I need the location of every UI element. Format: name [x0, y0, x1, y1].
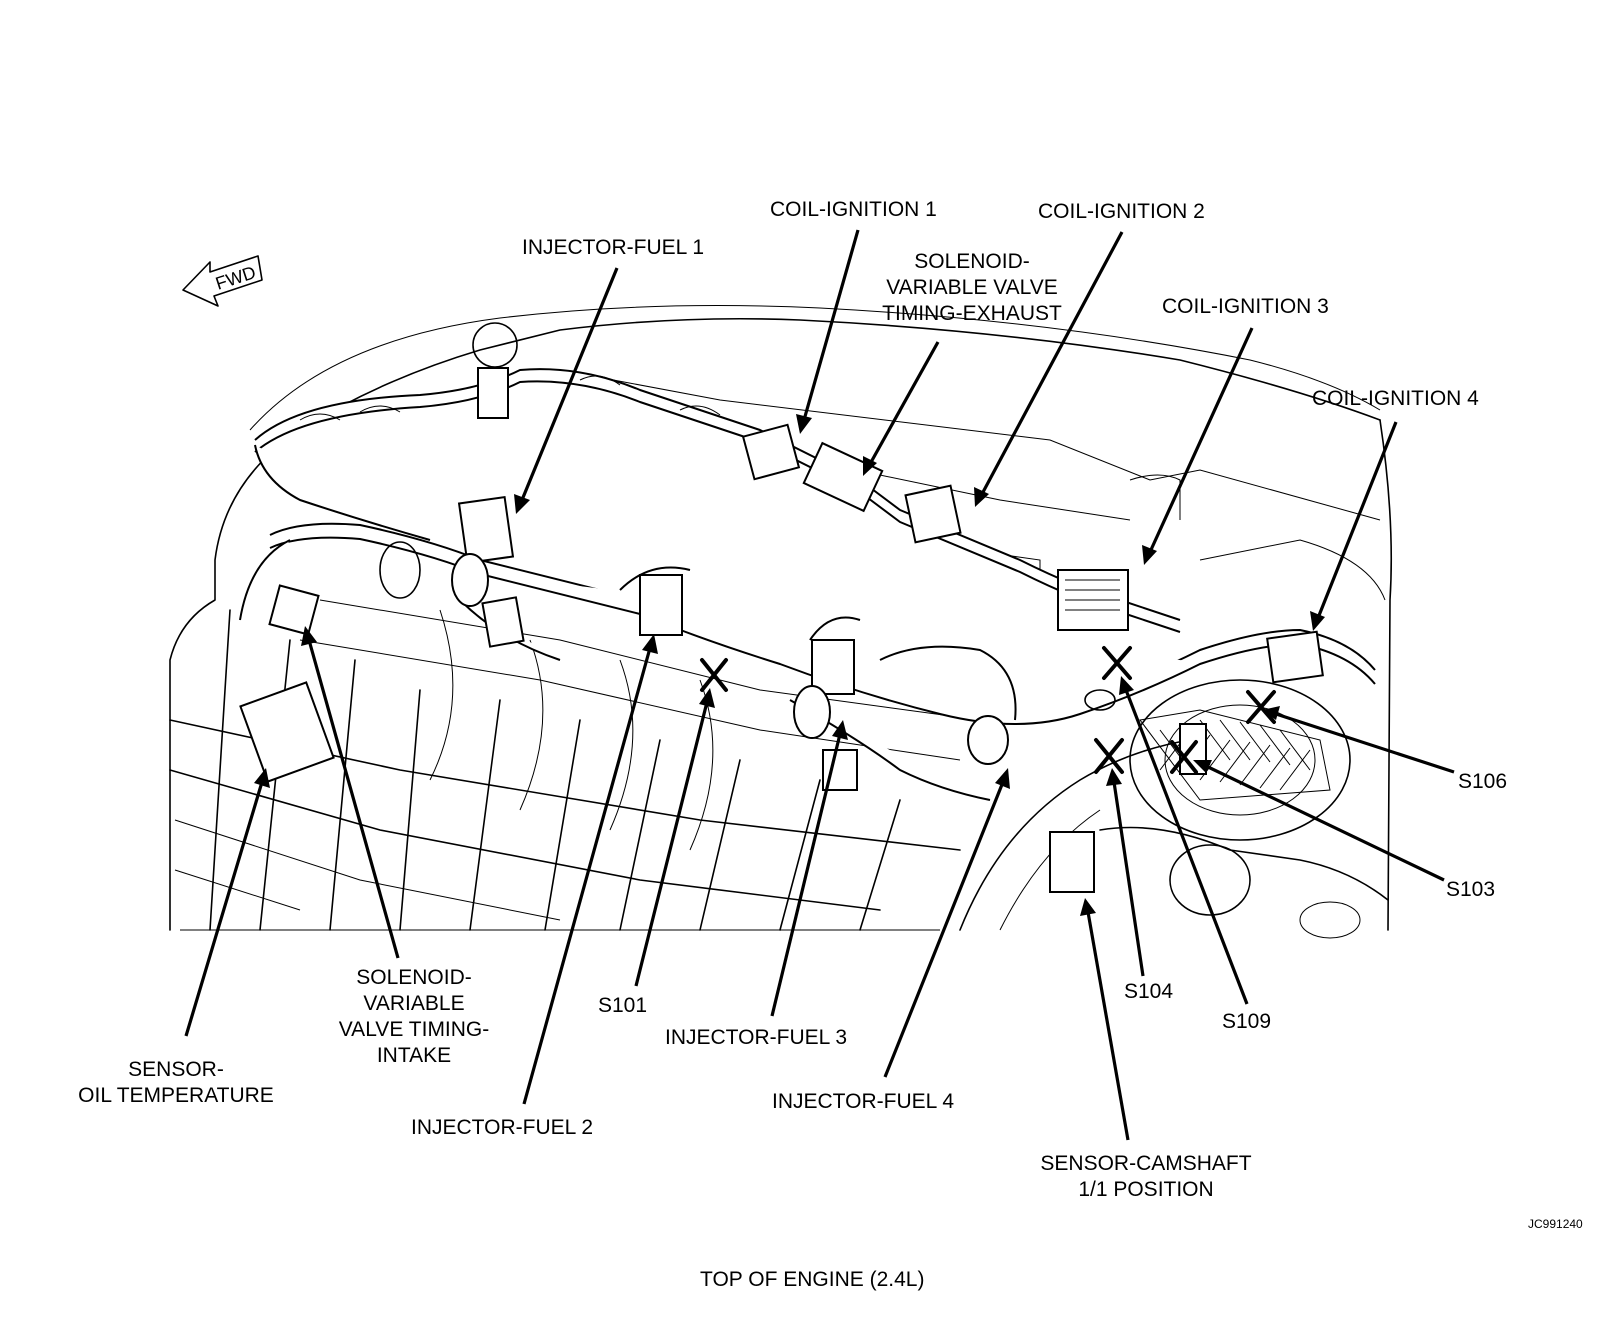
label-vvt-intake-line-1: SOLENOID-: [356, 966, 472, 989]
splice-marks: [700, 646, 1276, 774]
label-oil-temperature-sensor: SENSOR- OIL TEMPERATURE: [78, 1058, 274, 1107]
label-vvt-intake-line-3: VALVE TIMING-: [339, 1018, 490, 1041]
label-coil-ignition-2: COIL-IGNITION 2: [1038, 200, 1205, 223]
leader-lines: [184, 229, 1455, 1141]
label-injector-fuel-4: INJECTOR-FUEL 4: [772, 1090, 954, 1113]
label-vvt-exhaust-line-3: TIMING-EXHAUST: [882, 302, 1062, 325]
label-splice-s106: S106: [1458, 770, 1507, 793]
forward-arrow-icon: FWD: [182, 255, 263, 307]
label-camshaft-sensor: SENSOR-CAMSHAFT 1/1 POSITION: [1040, 1152, 1251, 1201]
label-vvt-exhaust: SOLENOID- VARIABLE VALVE TIMING-EXHAUST: [882, 250, 1062, 325]
figure-caption: TOP OF ENGINE (2.4L): [700, 1268, 924, 1291]
figure-id: JC991240: [1528, 1217, 1583, 1231]
label-splice-s101: S101: [598, 994, 647, 1017]
component-labels: INJECTOR-FUEL 1 COIL-IGNITION 1 COIL-IGN…: [78, 198, 1507, 1201]
label-vvt-intake: SOLENOID- VARIABLE VALVE TIMING- INTAKE: [339, 966, 490, 1067]
label-vvt-intake-line-4: INTAKE: [377, 1044, 451, 1067]
label-injector-fuel-3: INJECTOR-FUEL 3: [665, 1026, 847, 1049]
label-coil-ignition-1: COIL-IGNITION 1: [770, 198, 937, 221]
label-coil-ignition-3: COIL-IGNITION 3: [1162, 295, 1329, 318]
engine-drawing: [169, 305, 1393, 939]
label-oil-temp-line-2: OIL TEMPERATURE: [78, 1084, 274, 1107]
label-splice-s103: S103: [1446, 878, 1495, 901]
label-vvt-intake-line-2: VARIABLE: [363, 992, 464, 1015]
label-splice-s104: S104: [1124, 980, 1173, 1003]
label-vvt-exhaust-line-1: SOLENOID-: [914, 250, 1030, 273]
label-oil-temp-line-1: SENSOR-: [128, 1058, 224, 1081]
label-injector-fuel-1: INJECTOR-FUEL 1: [522, 236, 704, 259]
label-injector-fuel-2: INJECTOR-FUEL 2: [411, 1116, 593, 1139]
label-vvt-exhaust-line-2: VARIABLE VALVE: [886, 276, 1058, 299]
label-camshaft-line-2: 1/1 POSITION: [1078, 1178, 1213, 1201]
label-camshaft-line-1: SENSOR-CAMSHAFT: [1040, 1152, 1251, 1175]
label-splice-s109: S109: [1222, 1010, 1271, 1033]
label-coil-ignition-4: COIL-IGNITION 4: [1312, 387, 1479, 410]
